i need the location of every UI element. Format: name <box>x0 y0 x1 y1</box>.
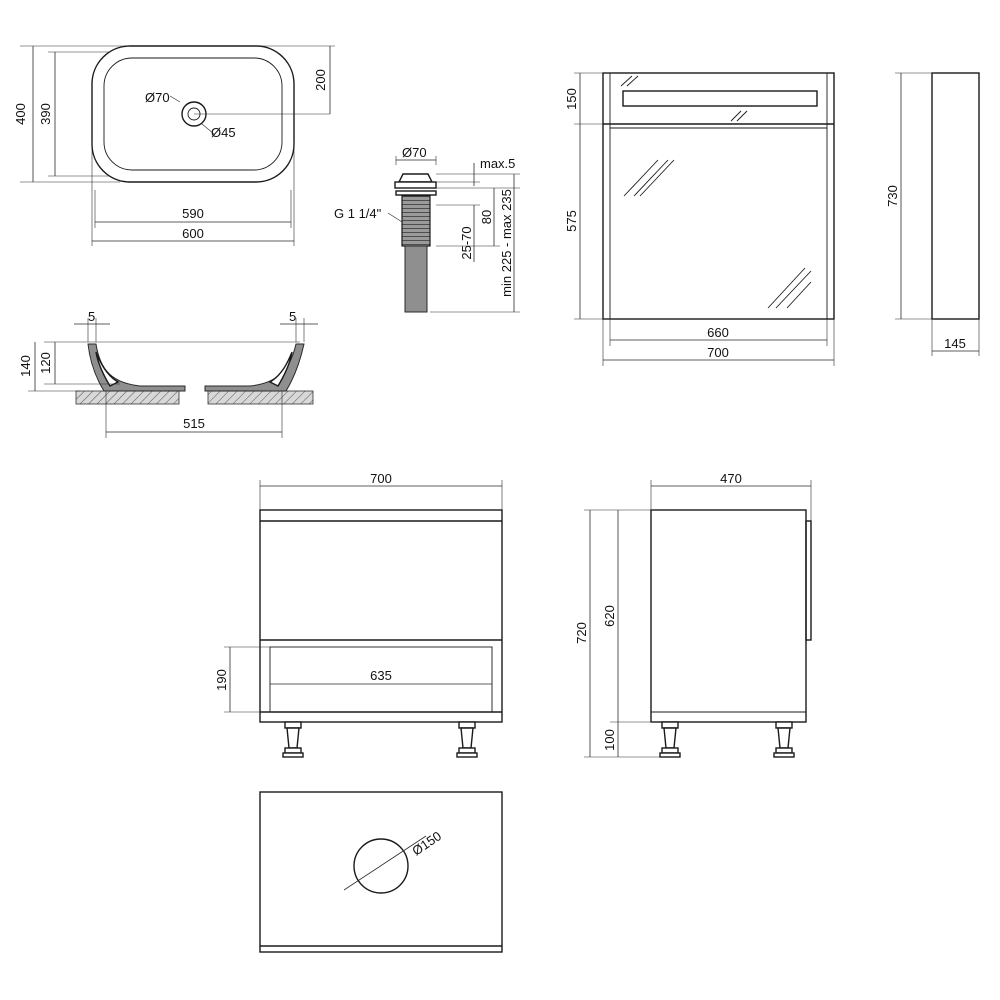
cabinet-front-width-label: 700 <box>370 471 392 486</box>
cabinet-total-height-label: 720 <box>574 622 589 644</box>
counter-left <box>75 390 180 405</box>
mirror-inner-width-label: 660 <box>707 325 729 340</box>
cabinet-side-depth-label: 470 <box>720 471 742 486</box>
cabinet-side-leg-right <box>773 721 795 758</box>
mirror-glass-height-label: 575 <box>564 210 579 232</box>
mirror-side-height-label: 730 <box>885 185 900 207</box>
drain-total-range-label: min 225 - max 235 <box>499 189 514 297</box>
mirror-outer-width-label: 700 <box>707 345 729 360</box>
mirror-frame <box>602 72 835 320</box>
counter-right <box>207 390 314 405</box>
section-total-height-label: 140 <box>18 355 33 377</box>
basin-width-outer-label: 600 <box>182 226 204 241</box>
cabinet-side-body <box>650 509 807 723</box>
basin-section-shell <box>87 343 305 392</box>
cabinet-front-leg-right <box>456 721 478 758</box>
drain-cap <box>397 173 434 183</box>
cabinet-side-front-panel <box>805 520 812 641</box>
basin-drain-inner-label: Ø45 <box>211 125 236 140</box>
cabinet-shelf-width-label: 635 <box>370 668 392 683</box>
cabinet-side-view: 470 720 620 100 <box>574 471 812 758</box>
drain-tail-pipe <box>404 245 428 313</box>
section-rim-left-label: 5 <box>88 309 95 324</box>
cabinet-top-hole <box>353 838 409 894</box>
drain-view: Ø70 max.5 80 25-70 min 225 - max 235 G 1… <box>334 145 520 313</box>
mirror-light-strip <box>622 90 818 107</box>
section-base-width-label: 515 <box>183 416 205 431</box>
drain-cap-gap-label: max.5 <box>480 156 515 171</box>
section-bowl-height-label: 120 <box>38 352 53 374</box>
basin-section-view: 140 120 5 5 515 <box>18 309 318 438</box>
mirror-top-band-label: 150 <box>564 88 579 110</box>
basin-half-depth-label: 200 <box>313 69 328 91</box>
basin-depth-inner-label: 390 <box>38 103 53 125</box>
basin-width-inner-label: 590 <box>182 206 204 221</box>
cabinet-front-view: 700 190 635 <box>214 471 503 758</box>
drain-flange <box>394 181 437 189</box>
cabinet-front-body <box>259 509 503 723</box>
basin-depth-outer-label: 400 <box>13 103 28 125</box>
drain-thread-label: G 1 1/4" <box>334 206 382 221</box>
cabinet-side-leg-left <box>659 721 681 758</box>
mirror-side-depth-label: 145 <box>944 336 966 351</box>
mirror-side-body <box>931 72 980 320</box>
cabinet-leg-height-label: 100 <box>602 729 617 751</box>
cabinet-shelf-height-label: 190 <box>214 669 229 691</box>
mirror-front-view: 150 575 660 700 <box>564 72 835 366</box>
drain-counter-range-label: 25-70 <box>459 226 474 259</box>
cabinet-body-height-label: 620 <box>602 605 617 627</box>
drain-thread-body <box>401 195 431 247</box>
cabinet-shelf-opening <box>269 646 493 713</box>
drain-cap-diameter-label: Ø70 <box>402 145 427 160</box>
cabinet-hole-diameter-label: Ø150 <box>409 828 444 858</box>
mirror-side-view: 730 145 <box>885 72 980 356</box>
basin-top-view: Ø70 Ø45 400 390 200 590 600 <box>13 45 335 246</box>
section-rim-right-label: 5 <box>289 309 296 324</box>
drain-body-height-label: 80 <box>479 210 494 224</box>
cabinet-front-leg-left <box>282 721 304 758</box>
cabinet-top-view: Ø150 <box>259 791 503 953</box>
mirror-glass-glare <box>620 75 812 309</box>
basin-drain-outer-label: Ø70 <box>145 90 170 105</box>
cabinet-top-body <box>259 791 503 953</box>
